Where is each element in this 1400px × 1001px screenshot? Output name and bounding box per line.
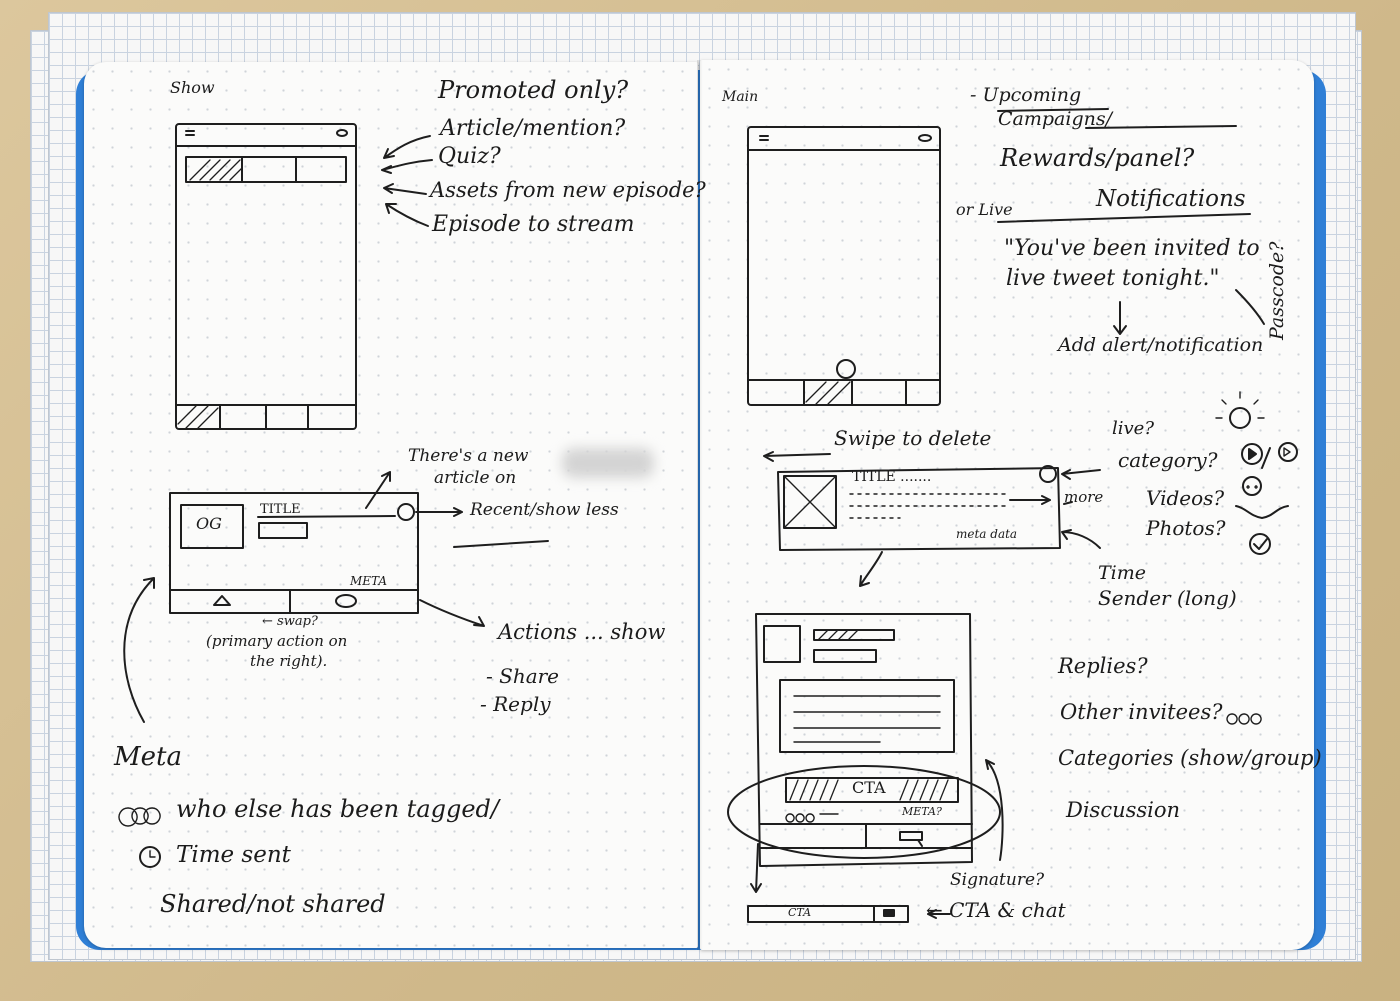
card-image-label: OG [196, 514, 222, 533]
right-detail-wireframe [755, 613, 973, 867]
list-card-title: TITLE ....... [852, 469, 932, 485]
card-callout-new: There's a new [408, 446, 529, 466]
note-cta-chat: ← CTA & chat [926, 898, 1066, 922]
meta-shared: Shared/not shared [160, 890, 386, 918]
left-card-wireframe [169, 492, 419, 614]
note-signature: Signature? [950, 870, 1045, 890]
note-category: category? [1118, 448, 1218, 472]
right-page-heading: Main [722, 89, 759, 105]
note-upcoming: - Upcoming [970, 84, 1082, 106]
quote-line-1: "You've been invited to [1004, 236, 1260, 261]
note-rewards: Rewards/panel? [1000, 144, 1195, 172]
meta-heading: Meta [114, 742, 182, 772]
note-sender: Sender (long) [1098, 586, 1237, 610]
note-replies: Replies? [1058, 654, 1148, 678]
note-discussion: Discussion [1066, 798, 1181, 822]
note-add-alert: Add alert/notification [1058, 334, 1264, 356]
notebook-gutter [697, 60, 705, 950]
margin-doodles [1215, 391, 1298, 725]
callout-article: Article/mention? [440, 116, 626, 141]
meta-time-sent: Time sent [176, 842, 291, 868]
note-photos: Photos? [1146, 516, 1226, 540]
card-meta-label: META [350, 574, 388, 588]
left-page-heading: Show [170, 78, 215, 97]
note-notifications: Notifications [1096, 186, 1246, 212]
card-caption-1: ← swap? [262, 614, 318, 629]
meta-tagged: who else has been tagged/ [176, 795, 500, 823]
note-time: Time [1098, 562, 1147, 584]
note-categories: Categories (show/group) [1058, 746, 1322, 770]
list-card-meta: meta data [956, 527, 1018, 541]
callout-episode: Episode to stream [432, 212, 635, 237]
card-caption-3: the right). [250, 652, 328, 670]
redacted-blur [562, 448, 654, 478]
note-swipe-delete: Swipe to delete [834, 426, 992, 450]
note-videos: Videos? [1146, 486, 1225, 510]
detail-cta-label: CTA [852, 778, 886, 797]
card-title-label: TITLE [260, 502, 301, 517]
note-other-invitees: Other invitees? [1060, 700, 1223, 724]
note-live: live? [1112, 418, 1154, 439]
note-or-live: or Live [956, 200, 1013, 219]
card-callout-recent: Recent/show less [470, 500, 619, 520]
quote-line-2: live tweet tonight." [1006, 266, 1220, 291]
card-caption-2: (primary action on [206, 632, 348, 650]
card-callout-article: article on [434, 468, 517, 488]
list-card-more: more [1064, 488, 1104, 506]
actions-heading: Actions ... show [498, 620, 666, 644]
callout-quiz: Quiz? [438, 144, 501, 169]
detail-meta-label: META? [902, 805, 942, 818]
right-list-card-wireframe [777, 465, 1061, 551]
note-passcode: Passcode? [1266, 241, 1288, 340]
action-reply: - Reply [480, 692, 551, 716]
callout-promoted: Promoted only? [438, 76, 629, 104]
note-campaigns: Campaigns/ [998, 108, 1112, 130]
bottom-bar-cta: CTA [788, 906, 812, 919]
left-phone-wireframe [175, 123, 357, 430]
right-phone-wireframe [747, 126, 941, 406]
action-share: - Share [486, 664, 560, 688]
callout-assets: Assets from new episode? [430, 178, 706, 202]
